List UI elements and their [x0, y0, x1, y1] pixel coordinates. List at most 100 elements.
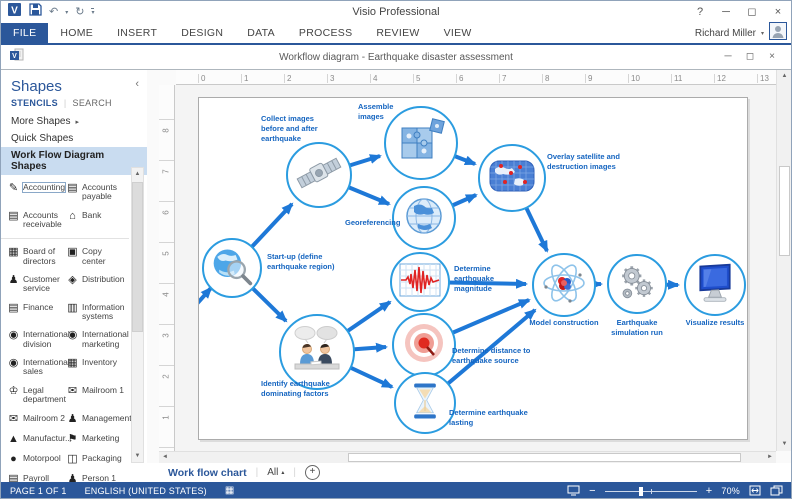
scrollbar-thumb[interactable]: [132, 182, 143, 332]
switch-windows-icon[interactable]: [770, 485, 783, 498]
avatar[interactable]: [769, 21, 787, 45]
stencil-shape[interactable]: ◉ International sales: [7, 358, 70, 377]
node-identify-factors[interactable]: [279, 314, 355, 390]
stencil-shape[interactable]: ▦ Inventory: [66, 357, 125, 377]
ribbon-tab[interactable]: DESIGN: [181, 27, 224, 39]
scrollbar-thumb[interactable]: [779, 166, 790, 256]
stencil-shape[interactable]: ▤ Finance: [7, 302, 66, 322]
node-simulation-run[interactable]: [607, 254, 667, 314]
language-indicator[interactable]: ENGLISH (UNITED STATES): [84, 486, 207, 496]
doc-minimize-button[interactable]: ─: [724, 51, 732, 62]
tab-search[interactable]: SEARCH: [72, 98, 112, 108]
scroll-down-icon[interactable]: ▼: [781, 441, 788, 447]
shape-list-scrollbar[interactable]: ▲ ▼: [131, 167, 144, 463]
ribbon-tab[interactable]: HOME: [60, 27, 94, 39]
zoom-in-button[interactable]: +: [705, 484, 713, 497]
drawing-page[interactable]: Collect images before and after earthqua…: [198, 97, 748, 440]
undo-icon[interactable]: ↶: [49, 5, 59, 18]
zoom-level[interactable]: 70%: [721, 486, 740, 496]
stencil-shape[interactable]: ♟ Management: [66, 413, 132, 425]
stencil-shape[interactable]: ♟ Customer service: [7, 274, 66, 294]
stencil-shape[interactable]: ● Motorpool: [7, 453, 66, 465]
label-assemble-images[interactable]: Assemble images: [358, 102, 394, 121]
add-page-button[interactable]: +: [304, 465, 320, 480]
scroll-up-icon[interactable]: ▲: [132, 168, 143, 180]
node-magnitude[interactable]: [390, 252, 450, 312]
node-lasting[interactable]: [394, 372, 456, 434]
keyboard-status-icon[interactable]: ▦: [224, 485, 235, 496]
stencil-shape[interactable]: ◉ International marketing: [66, 330, 129, 349]
ribbon-tab[interactable]: REVIEW: [376, 27, 420, 39]
label-identify-factors[interactable]: Identify earthquake dominating factors: [261, 379, 330, 398]
stencil-shape[interactable]: ▣ Copy center: [66, 247, 125, 266]
node-model-construction[interactable]: [532, 253, 596, 317]
doc-close-button[interactable]: ×: [769, 51, 775, 62]
stencil-shape[interactable]: ▤ Accounts receivable: [7, 210, 66, 230]
quick-shapes-item[interactable]: Quick Shapes: [1, 130, 147, 147]
node-overlay-images[interactable]: [478, 144, 546, 212]
ribbon-tab[interactable]: VIEW: [443, 27, 472, 39]
stencil-shape[interactable]: ✉ Mailroom 2: [7, 413, 66, 425]
save-icon[interactable]: [29, 3, 42, 21]
ribbon-tab[interactable]: PROCESS: [298, 27, 353, 39]
scrollbar-thumb[interactable]: [348, 453, 741, 462]
ribbon-tab[interactable]: FILE: [1, 23, 49, 43]
node-distance[interactable]: [392, 313, 456, 377]
node-assemble-images[interactable]: [384, 106, 458, 180]
stencil-shape[interactable]: ⚑ Marketing: [66, 433, 125, 445]
horizontal-scrollbar[interactable]: ◄ ►: [159, 451, 776, 463]
redo-icon[interactable]: ↻: [75, 5, 85, 18]
node-satellite[interactable]: [286, 142, 352, 208]
close-button[interactable]: ×: [774, 6, 782, 18]
undo-dropdown-icon[interactable]: ▾: [65, 9, 69, 16]
user-dropdown-icon[interactable]: ▾: [760, 30, 764, 37]
label-overlay-images[interactable]: Overlay satellite and destruction images: [547, 152, 620, 171]
label-startup[interactable]: Start-up (define earthquake region): [267, 252, 335, 271]
user-account-area[interactable]: Richard Miller ▾: [695, 21, 791, 45]
maximize-button[interactable]: ◻: [747, 6, 757, 18]
ribbon-tab[interactable]: INSERT: [117, 27, 158, 39]
stencil-shape[interactable]: ▦ Board of directors: [7, 247, 66, 266]
stencil-shape[interactable]: ♟ Person 1: [66, 473, 125, 482]
node-startup[interactable]: [202, 238, 262, 298]
active-stencil-header[interactable]: Work Flow Diagram Shapes: [1, 147, 147, 175]
fit-page-icon[interactable]: [749, 485, 761, 498]
vertical-scrollbar[interactable]: ▲ ▼: [776, 70, 791, 451]
doc-maximize-button[interactable]: ◻: [745, 51, 755, 62]
page-filter-dropdown[interactable]: All ▴: [267, 467, 284, 478]
label-distance[interactable]: Determine distance to earthquake source: [452, 346, 531, 365]
zoom-slider-thumb[interactable]: [638, 487, 643, 496]
zoom-slider[interactable]: [604, 486, 697, 496]
label-magnitude[interactable]: Determine earthquake magnitude: [454, 264, 495, 293]
page-tab-workflow-chart[interactable]: Work flow chart: [168, 466, 247, 479]
stencil-shape[interactable]: ▲ Manufactur...: [7, 433, 72, 445]
stencil-shape[interactable]: ◫ Packaging: [66, 453, 125, 465]
label-lasting[interactable]: Determine earthquake lasting: [449, 408, 528, 427]
scroll-down-icon[interactable]: ▼: [132, 450, 143, 462]
customize-qat-icon[interactable]: ▾: [91, 8, 95, 16]
zoom-out-button[interactable]: −: [589, 484, 596, 497]
stencil-shape[interactable]: ◉ International division: [7, 330, 70, 349]
stencil-shape[interactable]: ◈ Distribution: [66, 274, 125, 294]
stencil-shape[interactable]: ♔ Legal department: [7, 385, 66, 405]
stencil-shape[interactable]: ▤ Accounts payable: [66, 182, 125, 202]
label-georeferencing[interactable]: Georeferencing: [345, 218, 401, 227]
help-button[interactable]: ?: [696, 6, 704, 18]
label-model-construction[interactable]: Model construction: [529, 318, 599, 327]
page-indicator[interactable]: PAGE 1 OF 1: [10, 486, 67, 496]
ribbon-tab[interactable]: DATA: [247, 27, 275, 39]
scroll-up-icon[interactable]: ▲: [781, 73, 788, 79]
label-simulation-run[interactable]: Earthquake simulation run: [611, 318, 663, 337]
node-visualize-results[interactable]: [684, 254, 746, 316]
node-georeferencing[interactable]: [392, 186, 456, 250]
stencil-shape[interactable]: ✉ Mailroom 1: [66, 385, 125, 405]
scroll-left-icon[interactable]: ◄: [162, 454, 168, 460]
stencil-shape[interactable]: ▥ Information systems: [66, 302, 125, 322]
tab-stencils[interactable]: STENCILS: [11, 98, 58, 108]
collapse-panel-icon[interactable]: ‹: [135, 78, 139, 90]
visio-logo-icon[interactable]: V: [7, 2, 22, 22]
stencil-shape[interactable]: ▤ Payroll: [7, 473, 66, 482]
label-visualize-results[interactable]: Visualize results: [685, 318, 745, 327]
minimize-button[interactable]: ─: [722, 6, 730, 18]
scroll-right-icon[interactable]: ►: [767, 454, 773, 460]
